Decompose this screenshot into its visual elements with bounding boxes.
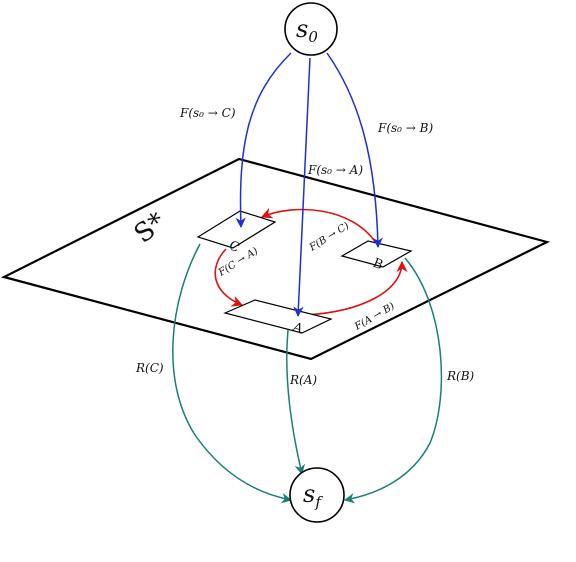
- svg-text:s0: s0: [296, 15, 318, 46]
- svg-text:sf: sf: [303, 480, 323, 511]
- start-node: s0: [284, 2, 338, 56]
- start-node-subscript: 0: [308, 28, 318, 46]
- label-C-to-A: F(C → A): [216, 246, 260, 279]
- edge-s0-to-B: [326, 52, 384, 249]
- edge-s0-to-A: [293, 57, 311, 318]
- final-node-subscript: f: [314, 493, 323, 511]
- reward-edges: [172, 243, 443, 504]
- start-node-label: s: [296, 15, 308, 43]
- edge-R-C: [172, 243, 293, 504]
- label-R-B: R(B): [446, 369, 475, 383]
- label-s0-to-B: F(s₀ → B): [377, 121, 433, 135]
- plane-label: S*: [129, 207, 172, 250]
- state-plane: [0, 157, 551, 361]
- edge-s0-to-C: [235, 52, 292, 229]
- plane-label-text: S*: [129, 207, 172, 250]
- box-C: C: [196, 210, 277, 256]
- label-s0-to-C: F(s₀ → C): [179, 106, 236, 120]
- edge-C-to-A: [214, 248, 244, 307]
- edge-B-to-C: [260, 207, 377, 244]
- edge-A-to-B: [304, 260, 408, 316]
- label-B-to-C: F(B → C): [307, 221, 351, 254]
- label-R-C: R(C): [135, 361, 164, 375]
- final-node: sf: [289, 467, 345, 523]
- cycle-edges: [214, 207, 408, 316]
- label-R-A: R(A): [289, 373, 317, 387]
- final-node-label: s: [303, 480, 315, 508]
- label-s0-to-A: F(s₀ → A): [307, 163, 363, 177]
- box-B: B: [340, 240, 413, 273]
- edge-R-B: [343, 257, 443, 504]
- box-A: A: [223, 299, 333, 337]
- edge-R-A: [286, 329, 305, 476]
- start-edges: [235, 52, 384, 318]
